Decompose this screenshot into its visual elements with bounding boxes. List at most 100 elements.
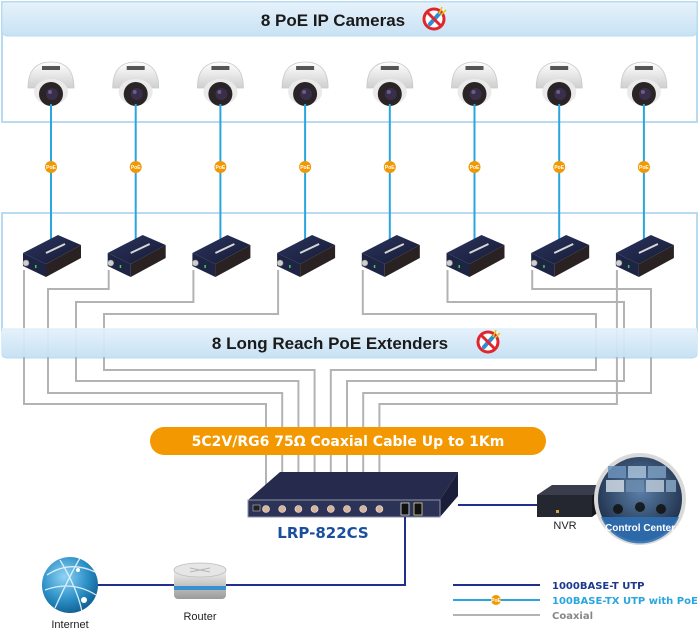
poe-link: PoE	[299, 104, 312, 240]
poe-badge-icon	[553, 161, 566, 173]
bnc-connector	[530, 259, 538, 267]
camera-lens	[300, 88, 313, 100]
poe-extender[interactable]	[530, 235, 590, 277]
poe-link: PoE	[214, 104, 227, 240]
poe-link: PoE	[468, 104, 481, 240]
switch-bnc-port	[326, 505, 335, 513]
poe-link: PoE	[553, 104, 566, 240]
extender-side	[300, 245, 336, 277]
cameras-panel: 8 PoE IP Cameras	[1, 1, 698, 123]
bnc-connector	[22, 259, 30, 267]
extender-front	[446, 253, 470, 277]
bnc-connector	[446, 259, 453, 267]
extender-led	[627, 265, 630, 268]
poe-badge-text: PoE	[385, 165, 395, 171]
no-power-plug-icon	[476, 329, 501, 354]
extender-led	[204, 265, 206, 268]
switch-bnc-port	[359, 505, 368, 513]
switch-device[interactable]	[247, 472, 458, 518]
nvr-top	[537, 485, 605, 495]
camera-dome	[196, 61, 244, 89]
poe-extender[interactable]	[276, 235, 336, 277]
switch-side	[440, 472, 458, 517]
video-wall	[606, 466, 676, 514]
ip-camera[interactable]	[620, 61, 668, 106]
camera-lens	[384, 88, 397, 100]
extender-stripe	[638, 243, 659, 254]
ip-camera[interactable]	[451, 61, 498, 106]
legend-label-coax: Coaxial	[552, 611, 593, 622]
bnc-connector	[615, 259, 623, 267]
extender-led	[35, 265, 37, 268]
poe-link: PoE	[637, 104, 650, 240]
poe-extender[interactable]	[22, 235, 81, 277]
ip-camera[interactable]	[281, 61, 329, 106]
bnc-connector	[192, 259, 199, 267]
poe-extender[interactable]	[192, 235, 251, 277]
internet-globe[interactable]	[42, 557, 98, 613]
camera-dome	[112, 61, 160, 89]
router-label: Router	[183, 611, 216, 623]
poe-badge-icon	[129, 161, 142, 173]
extender-side	[215, 245, 251, 277]
sfp-port	[413, 502, 423, 516]
cameras-panel-title: 8 PoE IP Cameras	[261, 11, 405, 30]
switch-bnc-port	[262, 505, 270, 513]
camera-dome	[366, 61, 414, 89]
control-center[interactable]: Control Center	[594, 453, 686, 545]
extender-front	[107, 253, 131, 277]
camera-lens	[215, 88, 228, 100]
rj45-port	[400, 502, 410, 516]
ip-camera[interactable]	[196, 61, 244, 106]
extender-front	[531, 253, 555, 277]
poe-badge-text: PoE	[639, 165, 649, 171]
router-arrows-icon	[189, 567, 211, 573]
coax-lines-group	[23, 270, 652, 505]
extender-stripe	[299, 243, 320, 254]
ip-camera[interactable]	[366, 61, 414, 106]
nvr-led	[556, 510, 559, 513]
bnc-connector	[276, 259, 284, 267]
ip-camera[interactable]	[112, 61, 160, 106]
extender-side	[554, 245, 590, 277]
poe-badge-text: PoE	[216, 165, 226, 171]
control-center-label: Control Center	[605, 523, 675, 534]
extenders-group	[22, 235, 674, 277]
bnc-connector	[107, 259, 114, 267]
coax-cable	[346, 270, 625, 505]
ip-camera[interactable]	[27, 61, 75, 106]
camera-dome	[27, 61, 75, 89]
camera-lens	[554, 88, 567, 100]
camera-dome	[281, 61, 329, 89]
camera-dome	[451, 61, 498, 89]
poe-extender[interactable]	[361, 235, 420, 277]
camera-lens	[130, 88, 143, 100]
legend-poe-badge-text: PoE	[491, 598, 501, 604]
poe-badge-text: PoE	[554, 165, 564, 171]
extender-stripe	[45, 243, 66, 254]
cameras-panel-header	[1, 1, 698, 37]
extender-side	[46, 245, 81, 277]
poe-extender[interactable]	[107, 235, 166, 277]
router-device[interactable]	[173, 562, 227, 599]
coax-cable	[23, 270, 267, 505]
poe-extender[interactable]	[446, 235, 505, 277]
poe-badge-icon	[383, 161, 396, 173]
coax-cable	[378, 270, 618, 505]
poe-badge-icon	[637, 161, 650, 173]
cameras-group	[27, 61, 668, 106]
ip-camera[interactable]	[535, 61, 583, 106]
extender-front	[192, 253, 216, 277]
camera-dome	[535, 61, 583, 89]
extender-front	[615, 253, 639, 277]
poe-extender[interactable]	[615, 235, 674, 277]
poe-badge-icon	[299, 161, 312, 173]
extender-led	[289, 265, 291, 268]
internet-label: Internet	[51, 619, 88, 631]
extender-stripe	[553, 243, 574, 254]
console-port	[252, 504, 261, 512]
camera-lens	[46, 88, 58, 100]
extender-stripe	[469, 243, 489, 254]
